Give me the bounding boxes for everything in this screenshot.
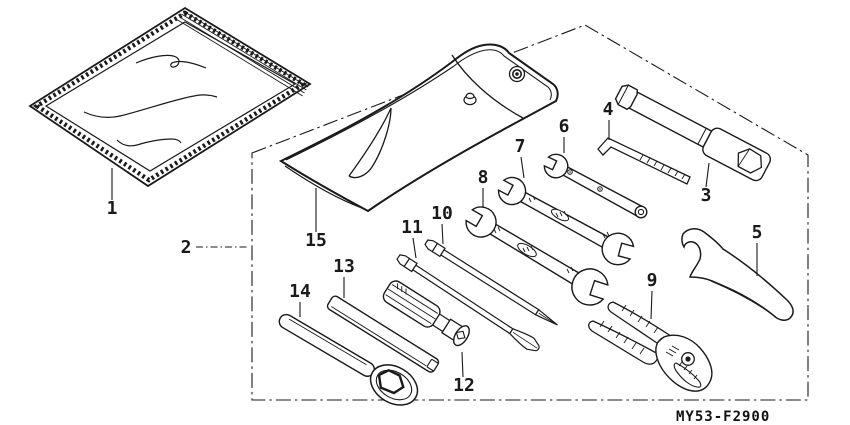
pouch-flap-edge — [451, 54, 524, 119]
part-callout-5: 5 — [752, 222, 763, 243]
grip-socket-hole — [455, 330, 466, 340]
open-end-wrench-medium-drawing — [494, 172, 637, 269]
part-callout-15: 15 — [305, 230, 327, 251]
pliers-grip-hatch — [599, 304, 659, 355]
callout-leader-7 — [520, 156, 525, 179]
part-callout-4: 4 — [603, 99, 614, 120]
screwdriver-grip-drawing — [382, 280, 470, 347]
part-callout-6: 6 — [559, 116, 570, 137]
screwdriver-blade-flat-drawing — [396, 254, 540, 352]
open-end-wrench-large-drawing — [461, 201, 612, 311]
callout-leader-9 — [650, 290, 653, 320]
part-callout-13: 13 — [333, 256, 355, 277]
pouch-stud — [463, 92, 477, 106]
part-code-text: MY53-F2900 — [676, 409, 770, 425]
part-callout-7: 7 — [515, 136, 526, 157]
callouts: 1 2 3 4 5 6 7 8 9 10 11 12 13 14 15 — [107, 99, 763, 396]
socket-hex-face — [737, 148, 763, 174]
part-callout-3: 3 — [701, 185, 712, 206]
open-end-wrench-small-drawing — [540, 150, 648, 219]
part-callout-1: 1 — [107, 198, 118, 219]
callout-leader-10 — [441, 223, 444, 245]
pliers-stamp — [665, 345, 680, 357]
part-callout-14: 14 — [289, 281, 311, 302]
pliers-teeth — [678, 361, 698, 380]
callout-leader-3 — [705, 162, 710, 188]
part-callout-8: 8 — [478, 167, 489, 188]
callout-leader-11 — [412, 237, 417, 259]
tool-bar-drawing — [326, 295, 440, 373]
tool-pouch-drawing — [278, 43, 559, 213]
part-callout-11: 11 — [401, 217, 423, 238]
box-wrench-drawing — [278, 313, 419, 406]
plug-wrench-drawing — [614, 84, 772, 182]
bag-content-squiggles — [83, 54, 218, 147]
callout-leader-12 — [461, 351, 464, 378]
bag-gusset-lines — [177, 10, 309, 97]
screwdriver-blade-phillips-drawing — [424, 239, 558, 326]
pouch-snap-button — [508, 65, 526, 83]
part-callout-12: 12 — [453, 375, 475, 396]
document-bag-drawing — [28, 6, 312, 188]
part-callout-2: 2 — [181, 237, 192, 258]
toolkit-boundary-frame — [251, 24, 809, 401]
hex-hole — [377, 368, 405, 395]
part-callout-9: 9 — [647, 270, 658, 291]
pliers-drawing — [588, 301, 713, 392]
hex-key-drawing — [597, 137, 691, 185]
part-callout-10: 10 — [431, 203, 453, 224]
hook-spanner-drawing — [681, 228, 794, 321]
